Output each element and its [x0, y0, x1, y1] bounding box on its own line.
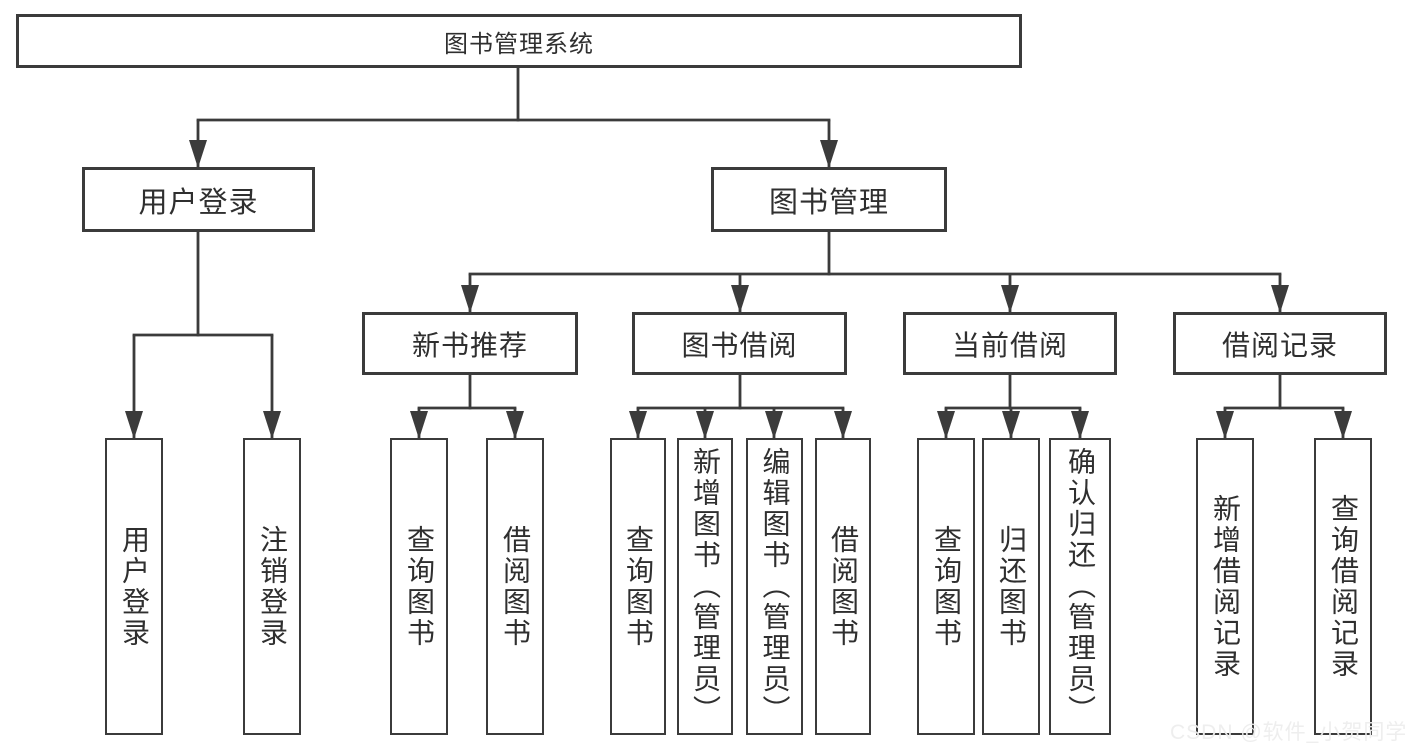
node-book-management-label: 图书管理 [768, 186, 889, 219]
leaf-add-books-admin-label: 新增图书（管理员） [690, 447, 721, 726]
leaf-query-books-current-label: 查询图书 [931, 524, 962, 649]
leaf-logout: 注销登录 [243, 438, 301, 735]
leaf-confirm-return-admin: 确认归还（管理员） [1049, 438, 1111, 735]
leaf-add-borrow-record-label: 新增借阅记录 [1210, 493, 1241, 680]
node-book-borrowing: 图书借阅 [632, 312, 847, 375]
node-new-book-recommend-label: 新书推荐 [411, 329, 528, 361]
leaf-logout-label: 注销登录 [257, 524, 288, 649]
node-new-book-recommend: 新书推荐 [362, 312, 578, 375]
leaf-query-books-borrow-label: 查询图书 [623, 524, 654, 649]
leaf-return-books: 归还图书 [982, 438, 1040, 735]
leaf-query-books-current: 查询图书 [917, 438, 975, 735]
node-borrow-records: 借阅记录 [1173, 312, 1387, 375]
node-root-system: 图书管理系统 [16, 14, 1022, 68]
leaf-add-books-admin: 新增图书（管理员） [677, 438, 733, 735]
leaf-borrow-books-recommend: 借阅图书 [486, 438, 544, 735]
leaf-query-books-recommend-label: 查询图书 [404, 524, 435, 649]
leaf-query-books-borrow: 查询图书 [610, 438, 666, 735]
leaf-confirm-return-admin-label: 确认归还（管理员） [1065, 447, 1096, 726]
leaf-query-borrow-record: 查询借阅记录 [1314, 438, 1372, 735]
node-current-borrowing-label: 当前借阅 [951, 329, 1068, 361]
leaf-edit-books-admin: 编辑图书（管理员） [746, 438, 803, 735]
leaf-borrow-books-recommend-label: 借阅图书 [500, 524, 531, 649]
leaf-query-borrow-record-label: 查询借阅记录 [1328, 493, 1359, 680]
node-user-login: 用户登录 [82, 167, 315, 232]
node-root-system-label: 图书管理系统 [444, 30, 594, 58]
leaf-borrow-books-label: 借阅图书 [828, 524, 859, 649]
node-book-borrowing-label: 图书借阅 [681, 329, 798, 361]
node-borrow-records-label: 借阅记录 [1221, 329, 1338, 361]
leaf-user-login: 用户登录 [105, 438, 163, 735]
leaf-edit-books-admin-label: 编辑图书（管理员） [759, 447, 791, 726]
leaf-return-books-label: 归还图书 [996, 524, 1027, 649]
leaf-borrow-books: 借阅图书 [815, 438, 871, 735]
node-book-management: 图书管理 [711, 167, 947, 232]
leaf-add-borrow-record: 新增借阅记录 [1196, 438, 1254, 735]
leaf-query-books-recommend: 查询图书 [390, 438, 448, 735]
csdn-watermark: CSDN @软件_小贺同学 [1170, 721, 1405, 744]
node-user-login-label: 用户登录 [138, 186, 259, 219]
leaf-user-login-label: 用户登录 [119, 524, 150, 649]
node-current-borrowing: 当前借阅 [903, 312, 1117, 375]
